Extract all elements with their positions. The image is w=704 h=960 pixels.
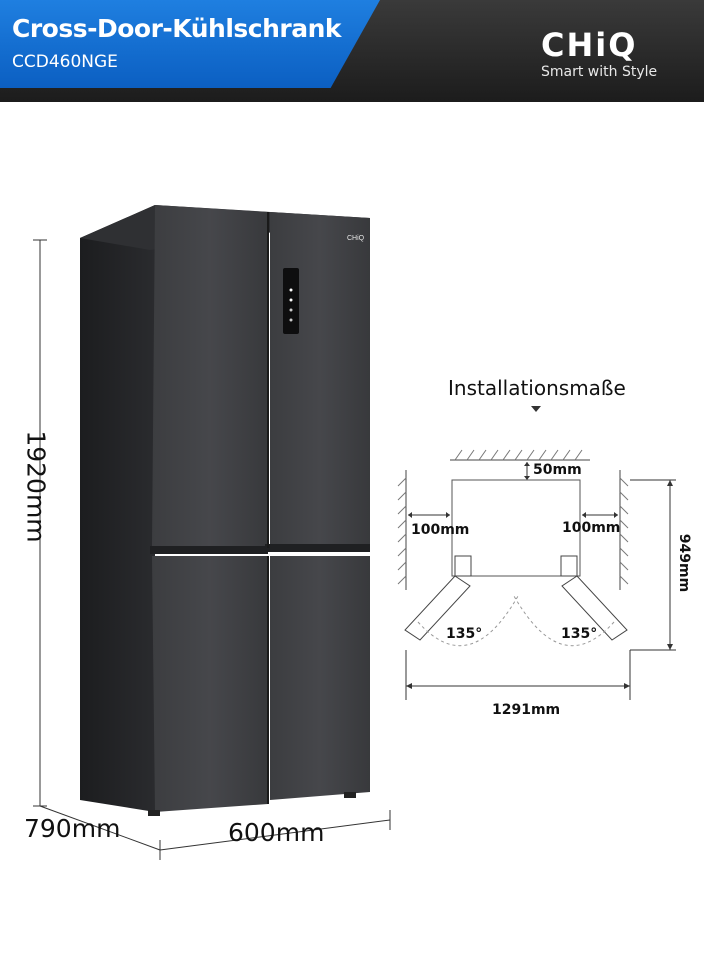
arrow-down-icon bbox=[531, 406, 541, 412]
open-door-right bbox=[561, 575, 628, 641]
brand-slogan: Smart with Style bbox=[541, 64, 658, 80]
open-depth-label: 949mm bbox=[676, 533, 692, 593]
control-light-4 bbox=[289, 318, 293, 322]
left-angle-label: 135° bbox=[446, 626, 483, 642]
rear-gap-label: 50mm bbox=[533, 462, 582, 478]
right-drawer-handle bbox=[265, 544, 370, 552]
depth-label: 790mm bbox=[24, 814, 121, 843]
installation-title: Installationsmaße bbox=[448, 376, 626, 400]
control-light-3 bbox=[289, 308, 293, 312]
upper-left-door bbox=[152, 205, 268, 548]
right-gap-label: 100mm bbox=[562, 520, 621, 536]
fridge-side-panel bbox=[80, 205, 155, 812]
door-logo: CHiQ bbox=[347, 235, 365, 242]
open-door-left bbox=[404, 575, 471, 641]
model-number: CCD460NGE bbox=[12, 52, 118, 72]
left-gap-label: 100mm bbox=[411, 522, 470, 538]
height-label: 1920mm bbox=[21, 430, 51, 543]
right-angle-label: 135° bbox=[561, 626, 598, 642]
fridge-topview bbox=[451, 479, 581, 577]
title-tab bbox=[0, 0, 380, 88]
fridge-foot-left bbox=[148, 810, 160, 816]
brand-logo: CHiQ bbox=[541, 26, 638, 64]
header-banner: Cross-Door-Kühlschrank CCD460NGE CHiQ Sm… bbox=[0, 0, 704, 102]
upper-right-door bbox=[270, 212, 370, 548]
fridge-foot-right bbox=[344, 792, 356, 798]
control-light-2 bbox=[289, 298, 293, 302]
left-drawer-handle bbox=[150, 546, 268, 554]
total-width-label: 1291mm bbox=[492, 702, 561, 718]
control-light-1 bbox=[289, 288, 293, 292]
lower-right-drawer bbox=[270, 556, 370, 800]
width-label: 600mm bbox=[228, 818, 325, 847]
product-title: Cross-Door-Kühlschrank bbox=[12, 14, 342, 43]
lower-left-drawer bbox=[152, 556, 268, 812]
